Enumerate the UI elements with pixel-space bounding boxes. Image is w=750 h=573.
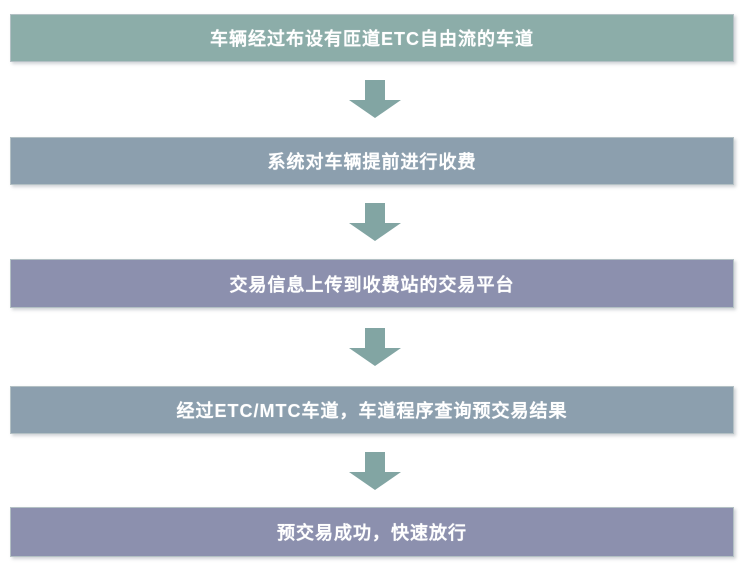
- flow-step-2-label: 系统对车辆提前进行收费: [267, 152, 477, 172]
- flow-step-3-label: 交易信息上传到收费站的交易平台: [229, 274, 515, 295]
- flow-step-2: 系统对车辆提前进行收费: [10, 137, 734, 185]
- flow-step-5-label: 预交易成功，快速放行: [277, 523, 467, 543]
- down-arrow-icon: [349, 203, 401, 241]
- down-arrow-icon: [349, 80, 401, 118]
- flow-step-4: 经过ETC/MTC车道，车道程序查询预交易结果: [10, 386, 734, 434]
- down-arrow-icon: [349, 452, 401, 490]
- flow-step-3: 交易信息上传到收费站的交易平台: [10, 259, 734, 308]
- flow-step-1: 车辆经过布设有匝道ETC自由流的车道: [10, 14, 734, 62]
- flow-step-1-label: 车辆经过布设有匝道ETC自由流的车道: [210, 29, 534, 49]
- down-arrow-icon: [349, 328, 401, 366]
- flow-step-5: 预交易成功，快速放行: [10, 507, 734, 557]
- flow-step-4-label: 经过ETC/MTC车道，车道程序查询预交易结果: [176, 401, 568, 421]
